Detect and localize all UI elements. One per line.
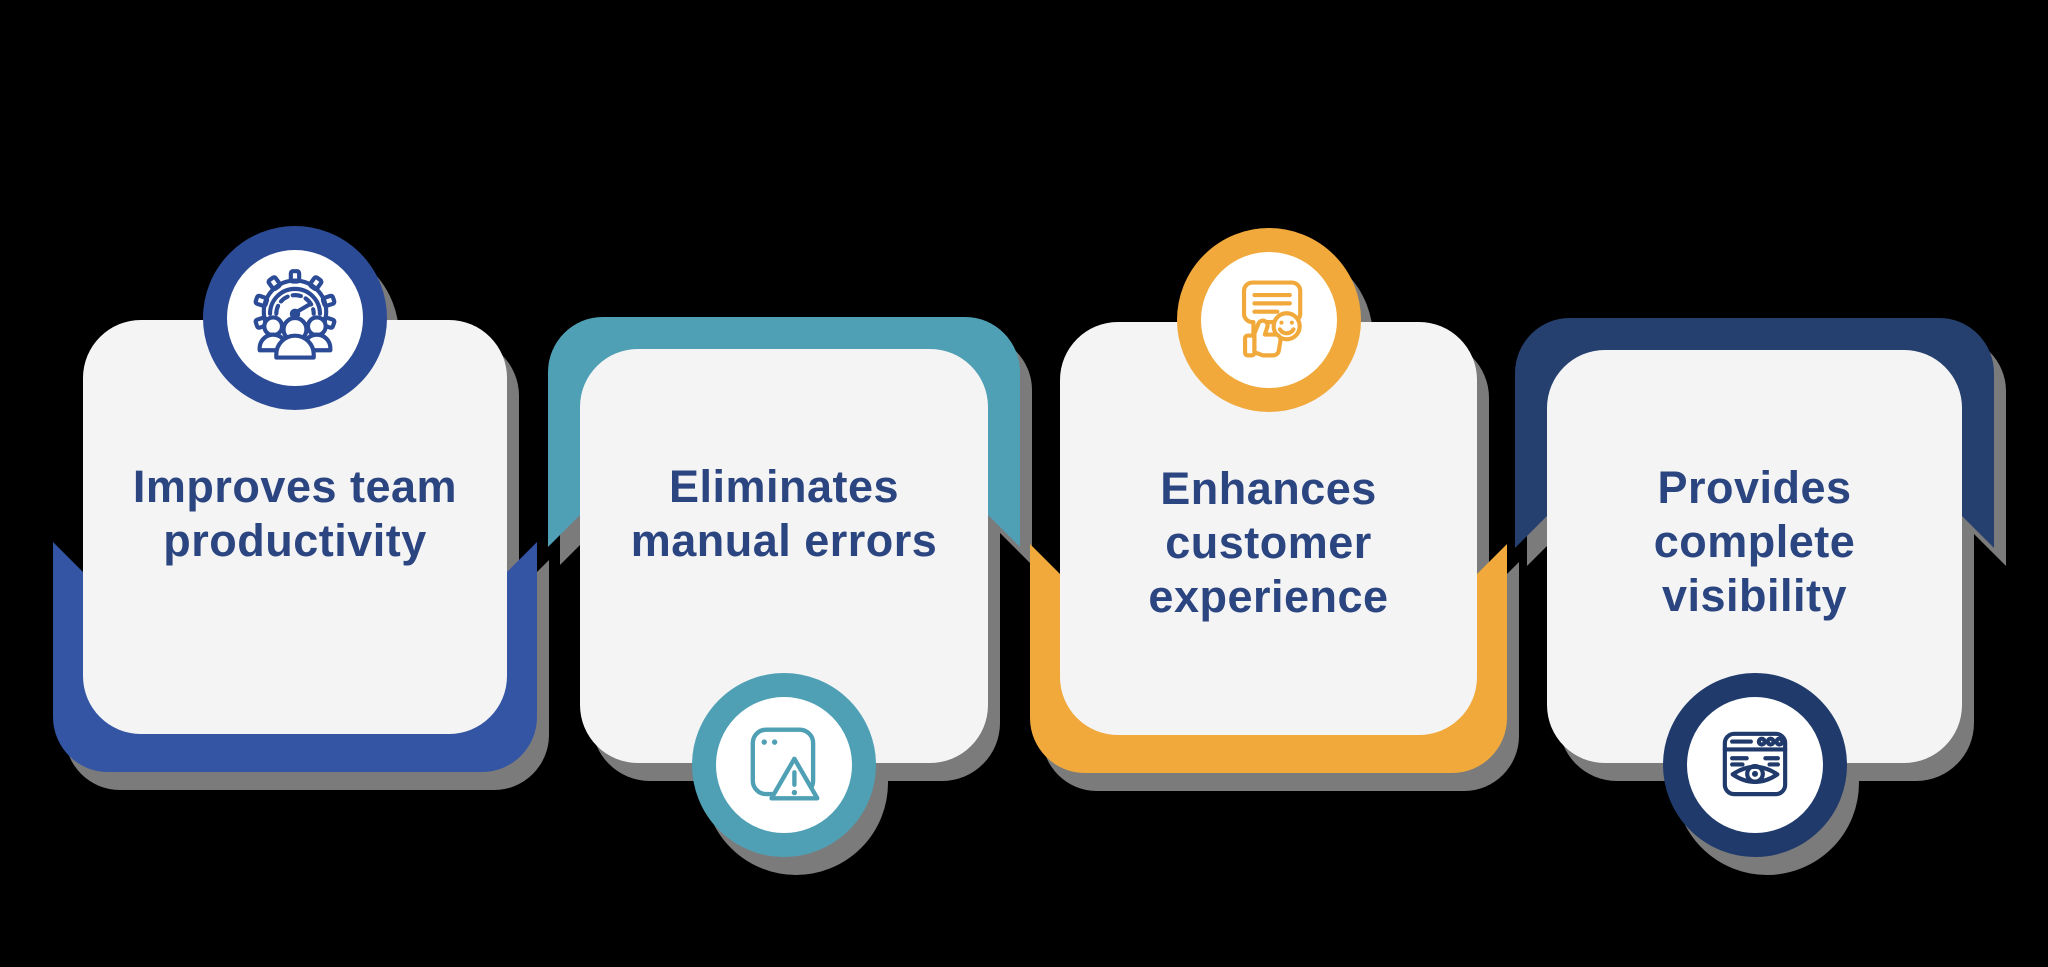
people	[257, 315, 333, 360]
customer-feedback-icon	[1241, 280, 1302, 358]
eye	[1730, 763, 1779, 784]
smiley	[1271, 311, 1302, 342]
card-title: Eliminates manual errors	[630, 461, 938, 566]
browser-window	[1722, 731, 1787, 797]
card-eliminates-manual-errors: Eliminates manual errors	[580, 349, 988, 857]
icon-badge	[203, 226, 387, 410]
card-title: Enhances customer experience	[1148, 463, 1389, 622]
gauge	[267, 286, 323, 320]
icon-badge	[692, 673, 876, 857]
app-warning-icon	[750, 727, 820, 801]
card-enhances-customer-experience: Enhances customer experience	[1060, 228, 1477, 735]
card-improves-team-productivity: Improves team productivity	[83, 226, 507, 734]
card-title: Provides complete visibility	[1653, 462, 1856, 621]
icon-badge	[1662, 673, 1847, 857]
card-title: Improves team productivity	[132, 461, 458, 566]
thumbs-up	[1242, 318, 1283, 358]
team-productivity-icon	[253, 269, 337, 360]
icon-badge	[1176, 228, 1361, 412]
card-provides-complete-visibility: Provides complete visibility	[1547, 350, 1962, 857]
website-visibility-icon	[1722, 731, 1787, 797]
